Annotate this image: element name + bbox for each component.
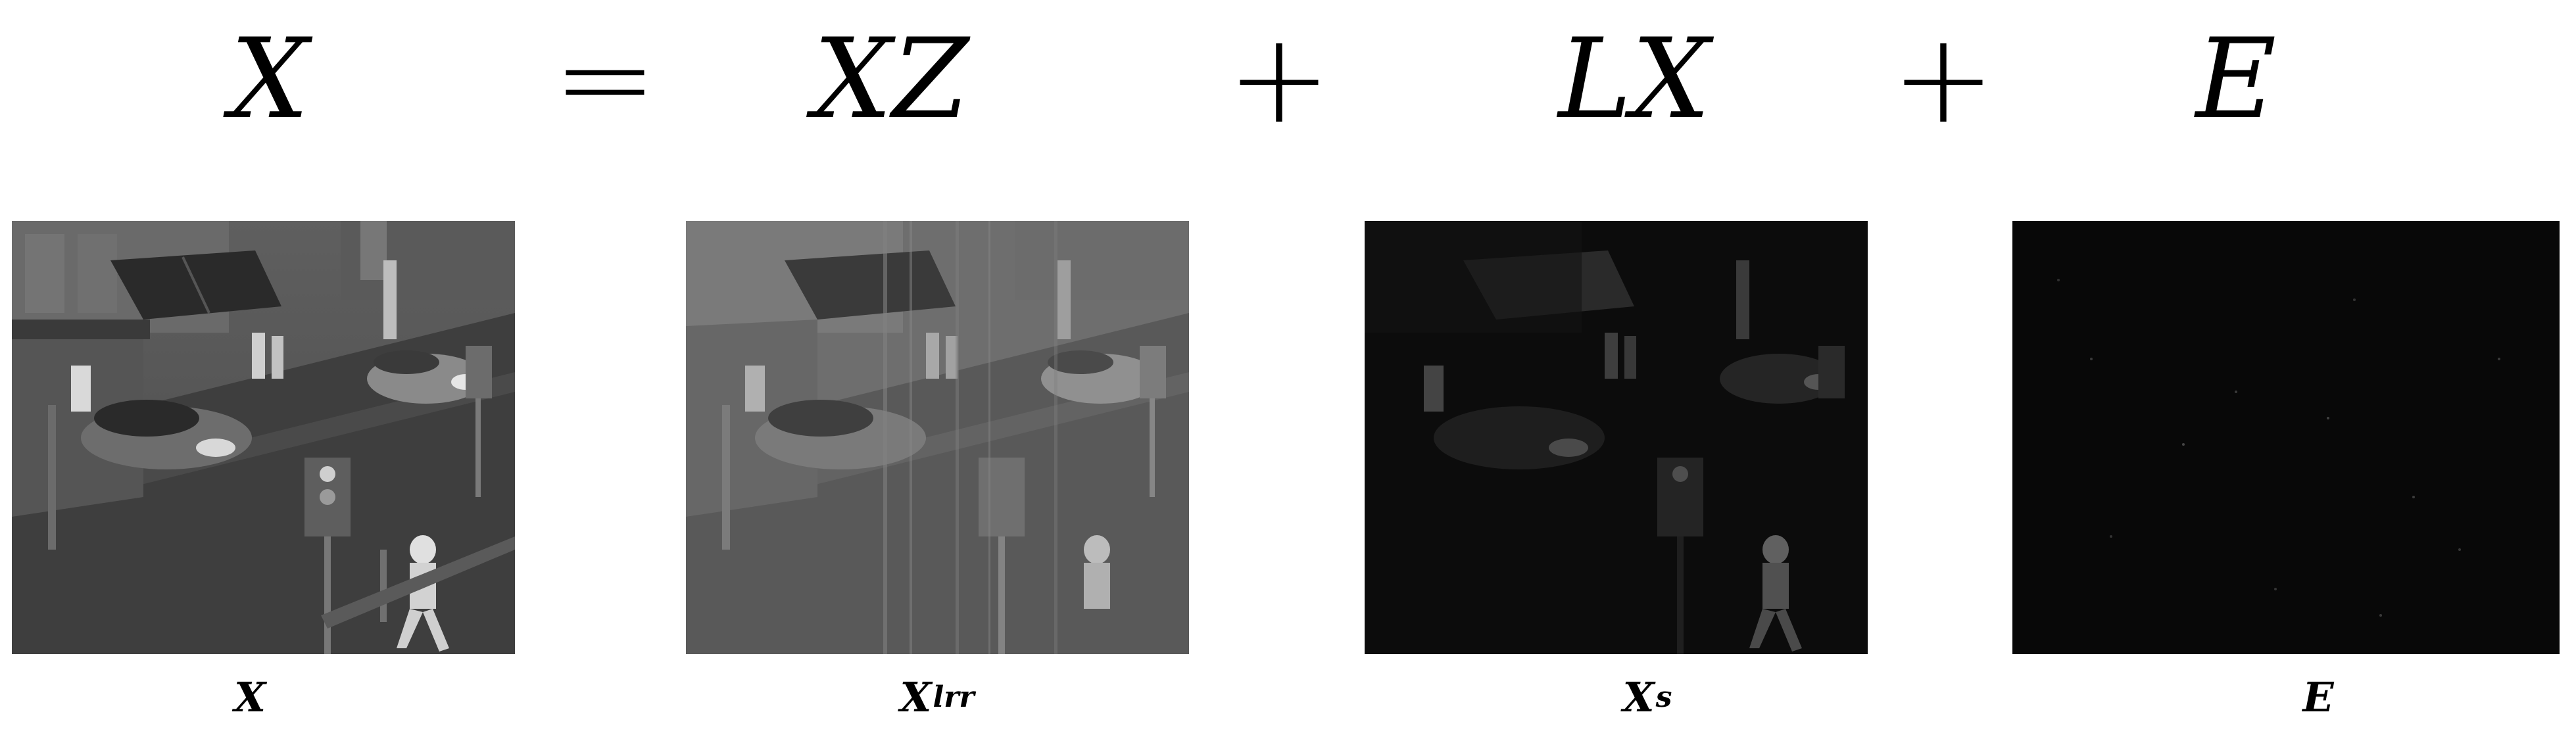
caption-x-main: X <box>233 673 266 721</box>
plus-sign-1: + <box>1227 6 1332 151</box>
image-noise-e <box>2012 221 2560 654</box>
equation-term-e: E <box>2195 14 2277 143</box>
caption-e: E <box>2252 664 2384 730</box>
equation-lhs: X <box>230 14 309 143</box>
image-low-rank-xlrr <box>686 221 1189 654</box>
caption-e-main: E <box>2302 673 2334 721</box>
caption-x: X <box>184 664 316 730</box>
caption-xlrr-sub: lrr <box>933 680 975 714</box>
equals-sign: = <box>552 6 658 151</box>
image-original-x <box>12 221 515 654</box>
caption-xs-main: X <box>1622 673 1655 721</box>
caption-xlrr-main: X <box>900 673 932 721</box>
caption-xs-sub: s <box>1655 680 1672 714</box>
image-salient-xs <box>1365 221 1868 654</box>
equation-term-xz: XZ <box>813 14 969 143</box>
plus-sign-2: + <box>1891 6 1996 151</box>
equation-term-lx: LX <box>1558 14 1711 143</box>
